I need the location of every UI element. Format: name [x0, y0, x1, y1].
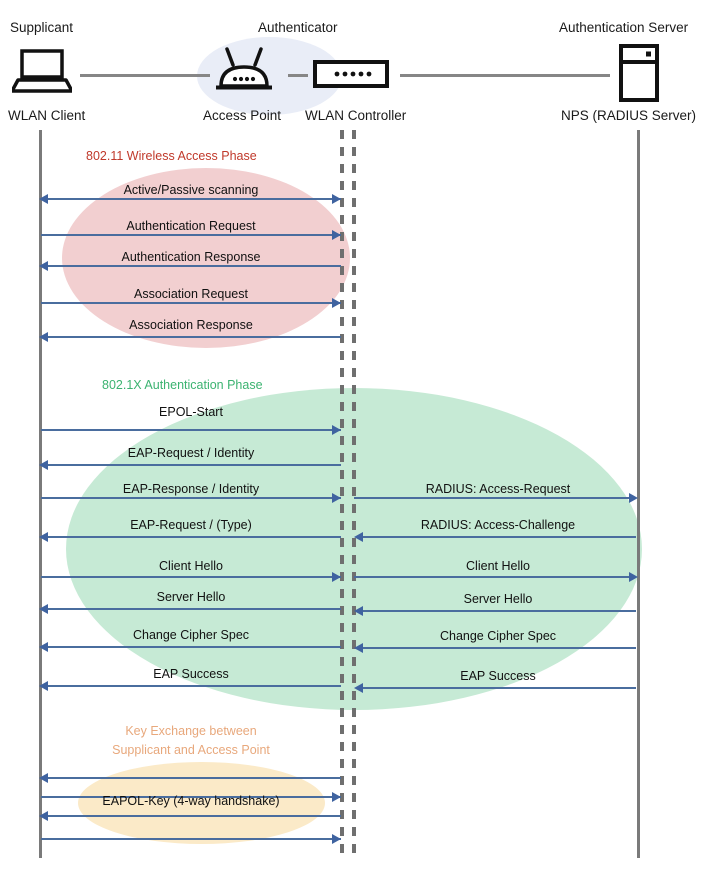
arrowhead-right-icon — [629, 493, 638, 503]
laptop-icon — [12, 48, 72, 94]
arrowhead-left-icon — [354, 683, 363, 693]
arrowhead-left-icon — [39, 460, 48, 470]
arrowhead-right-icon — [629, 572, 638, 582]
arrowhead-right-icon — [332, 230, 341, 240]
message-label-right: EAP Success — [460, 669, 536, 683]
arrowhead-left-icon — [354, 606, 363, 616]
lifeline-wlan-controller — [352, 130, 356, 858]
message-arrow — [43, 536, 341, 538]
arrowhead-left-icon — [39, 681, 48, 691]
message-label: EAP-Request / Identity — [127, 446, 255, 460]
device-label-wlan-client: WLAN Client — [8, 108, 86, 123]
message-arrow — [41, 302, 341, 304]
message-arrow-right — [358, 610, 636, 612]
message-arrow-right — [354, 497, 636, 499]
message-arrow-right — [354, 576, 636, 578]
role-title-authentication-server: Authentication Server — [559, 20, 689, 35]
message-label-right: Server Hello — [463, 592, 533, 606]
arrowhead-left-icon — [39, 642, 48, 652]
connector-controller-server — [400, 74, 610, 77]
message-label: Association Request — [134, 287, 248, 301]
message-label-right: RADIUS: Access-Request — [425, 482, 571, 496]
message-arrow — [41, 234, 341, 236]
message-label: Client Hello — [159, 559, 223, 573]
arrowhead-right-icon — [332, 834, 341, 844]
message-arrow — [41, 576, 341, 578]
message-label: Authentication Request — [126, 219, 256, 233]
message-arrow-right — [358, 647, 636, 649]
arrowhead-left-icon — [39, 194, 48, 204]
arrowhead-left-icon — [354, 643, 363, 653]
phase-802-1x-label: 802.1X Authentication Phase — [102, 378, 263, 392]
message-label: EAPOL-Key (4-way handshake) — [102, 794, 280, 808]
message-arrow — [43, 464, 341, 466]
arrowhead-right-icon — [332, 194, 341, 204]
arrowhead-left-icon — [39, 332, 48, 342]
message-arrow-right — [358, 687, 636, 689]
message-arrow — [41, 497, 341, 499]
role-title-authenticator: Authenticator — [258, 20, 338, 35]
arrowhead-right-icon — [332, 792, 341, 802]
arrowhead-right-icon — [332, 493, 341, 503]
arrowhead-left-icon — [39, 261, 48, 271]
message-label: Server Hello — [156, 590, 226, 604]
arrowhead-right-icon — [332, 298, 341, 308]
message-label: EPOL-Start — [159, 405, 223, 419]
device-label-access-point: Access Point — [203, 108, 282, 123]
server-icon — [619, 44, 659, 102]
message-label: Authentication Response — [121, 250, 261, 264]
arrowhead-left-icon — [39, 811, 48, 821]
message-label: Active/Passive scanning — [123, 183, 259, 197]
message-arrow — [43, 198, 341, 200]
device-label-wlan-controller: WLAN Controller — [305, 108, 407, 123]
message-label-right: Client Hello — [466, 559, 530, 573]
message-arrow-right — [358, 536, 636, 538]
arrowhead-left-icon — [39, 773, 48, 783]
message-label: EAP-Response / Identity — [122, 482, 260, 496]
message-arrow — [41, 429, 341, 431]
message-label: Change Cipher Spec — [132, 628, 250, 642]
phase-key-exchange-label-line1: Key Exchange between — [125, 724, 257, 738]
message-arrow — [41, 796, 341, 798]
lifeline-supplicant — [39, 130, 42, 858]
phase-key-exchange-ellipse — [78, 762, 325, 844]
message-arrow — [43, 815, 341, 817]
role-title-supplicant: Supplicant — [10, 20, 74, 35]
message-arrow — [43, 646, 341, 648]
message-arrow — [43, 685, 341, 687]
phase-802-11-label: 802.11 Wireless Access Phase — [86, 149, 257, 163]
connector-ap-controller — [288, 74, 308, 77]
lifeline-authentication-server — [637, 130, 640, 858]
arrowhead-right-icon — [332, 572, 341, 582]
wlan-controller-icon — [313, 60, 389, 88]
phase-key-exchange-label-line2: Supplicant and Access Point — [112, 743, 270, 757]
arrowhead-left-icon — [39, 604, 48, 614]
message-label-right: RADIUS: Access-Challenge — [420, 518, 576, 532]
message-label-right: Change Cipher Spec — [439, 629, 557, 643]
arrowhead-right-icon — [332, 425, 341, 435]
arrowhead-left-icon — [39, 532, 48, 542]
access-point-icon — [213, 46, 275, 94]
device-label-nps-radius-server: NPS (RADIUS Server) — [561, 108, 697, 123]
connector-client-ap — [80, 74, 210, 77]
message-arrow — [43, 265, 341, 267]
lifeline-access-point — [340, 130, 344, 858]
message-label: EAP-Request / (Type) — [130, 518, 252, 532]
message-label: EAP Success — [153, 667, 229, 681]
message-arrow — [41, 838, 341, 840]
arrowhead-left-icon — [354, 532, 363, 542]
message-arrow — [43, 608, 341, 610]
message-arrow — [43, 777, 341, 779]
message-label: Association Response — [129, 318, 253, 332]
message-arrow — [43, 336, 341, 338]
